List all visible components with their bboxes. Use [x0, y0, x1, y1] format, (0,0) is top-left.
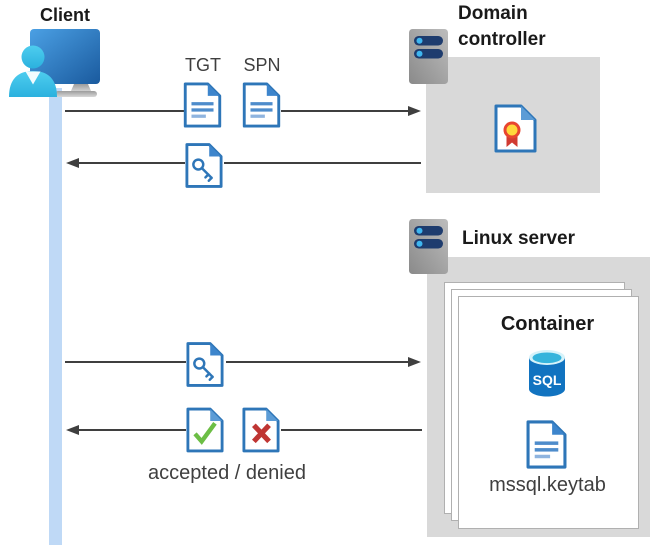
keytab-file-label: mssql.keytab	[489, 474, 606, 496]
linux-server-icon	[409, 219, 448, 274]
tgt-label: TGT	[185, 55, 221, 75]
arrow-linux-to-client-line2	[281, 429, 422, 431]
client-lifeline	[49, 88, 62, 545]
arrow-client-to-linux-line	[65, 361, 186, 363]
arrow-dc-to-client-head	[66, 157, 79, 168]
arrow-linux-to-client-head	[66, 424, 79, 435]
arrow-client-to-linux-head	[408, 356, 421, 367]
domain-controller-server-icon	[409, 29, 448, 84]
tgt-document-icon	[183, 82, 222, 128]
service-ticket-key-document-icon	[185, 143, 223, 188]
client-person-monitor-icon	[9, 29, 100, 97]
arrow-dc-to-client-line	[78, 162, 185, 164]
arrow-client-to-dc-head	[408, 105, 421, 116]
arrow-client-to-linux-line2	[226, 361, 409, 363]
denied-x-document-icon	[242, 407, 280, 453]
arrow-client-to-dc-line2	[281, 110, 409, 112]
result-label: accepted / denied	[148, 462, 306, 484]
accepted-check-document-icon	[186, 407, 224, 453]
container-title: Container	[500, 313, 595, 335]
sql-database-icon: SQL	[529, 350, 565, 397]
container-page-front	[458, 296, 639, 529]
arrow-linux-to-client-line	[78, 429, 186, 431]
domain-controller-title: Domain controller	[458, 3, 546, 50]
service-ticket-key-document-icon-2	[186, 342, 224, 387]
spn-label: SPN	[243, 55, 281, 75]
client-title: Client	[39, 5, 90, 25]
sql-badge-text: SQL	[533, 372, 562, 388]
keytab-document-icon	[526, 420, 567, 469]
spn-document-icon	[242, 82, 281, 128]
certificate-icon	[494, 104, 537, 153]
arrow-dc-to-client-line2	[224, 162, 421, 164]
arrow-client-to-dc-line	[65, 110, 185, 112]
linux-server-title: Linux server	[462, 228, 575, 249]
